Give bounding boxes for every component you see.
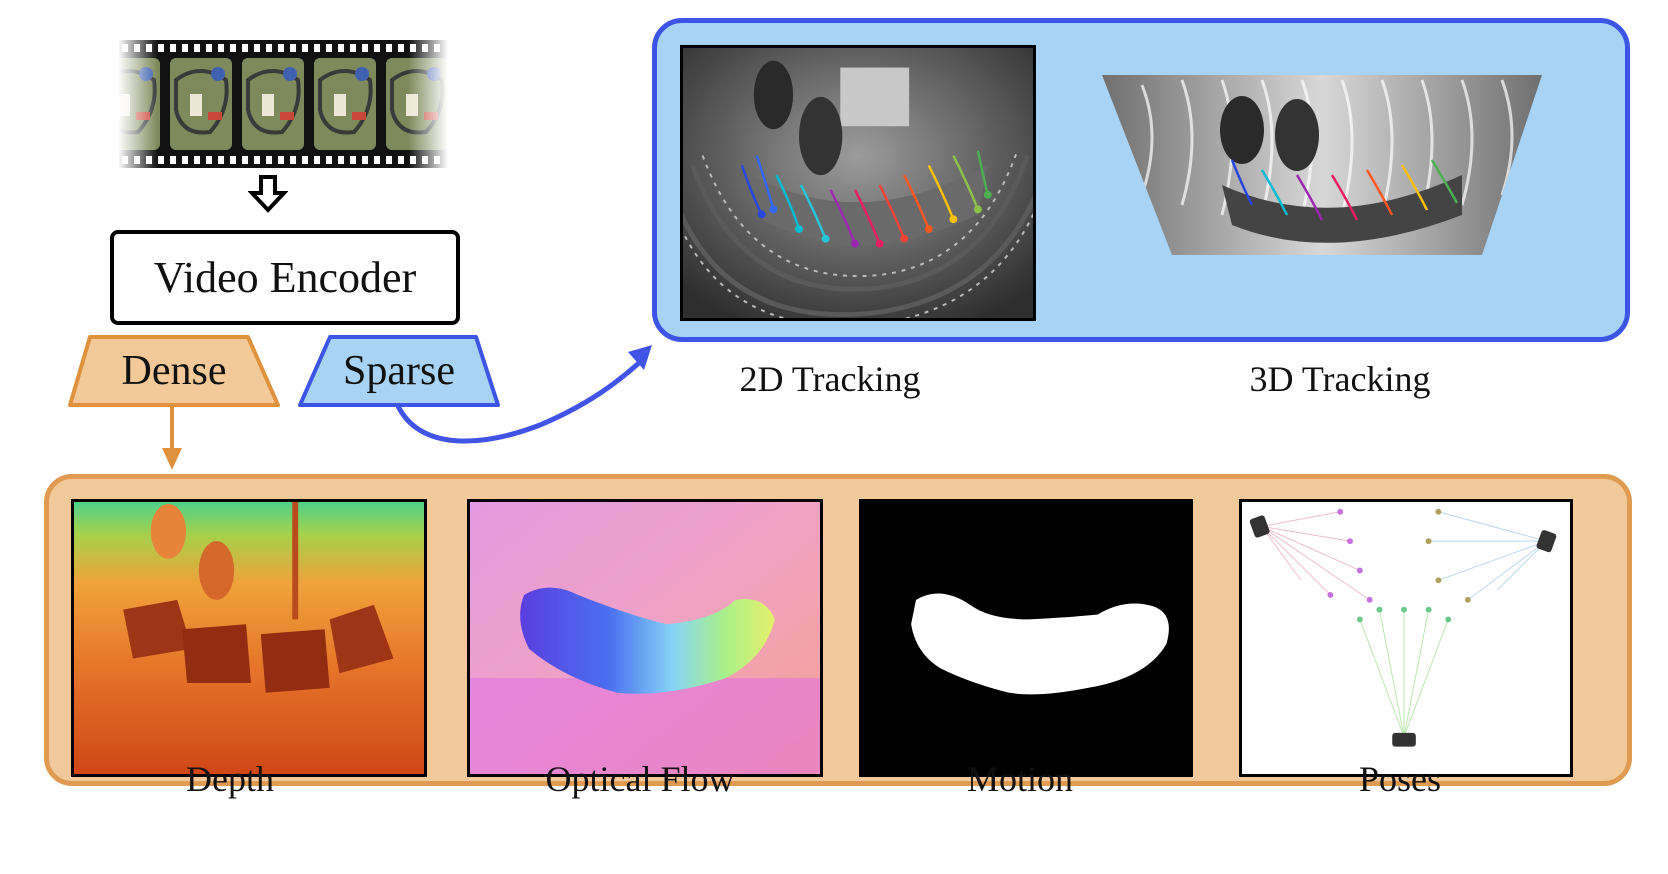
- video-encoder-label: Video Encoder: [153, 253, 417, 302]
- caption-motion: Motion: [966, 759, 1073, 799]
- down-arrow-icon: [247, 174, 289, 214]
- video-encoder-box: Video Encoder: [110, 230, 460, 325]
- sparse-arrow: [395, 345, 652, 444]
- caption-2d-tracking: 2D Tracking: [739, 359, 921, 399]
- caption-optical-flow: Optical Flow: [545, 759, 735, 799]
- tracking-3d-image: [1102, 75, 1542, 255]
- dense-arrow: [162, 405, 182, 470]
- film-strip-icon: [98, 40, 448, 168]
- caption-poses: Poses: [1358, 759, 1442, 799]
- dense-head-shape: [68, 335, 280, 407]
- camera-poses-image: [1239, 499, 1573, 777]
- dense-output-panel: [44, 474, 1632, 786]
- optical-flow-image: [467, 499, 823, 777]
- caption-depth: Depth: [186, 759, 274, 799]
- sparse-head-shape: [298, 335, 500, 407]
- sparse-output-panel: [652, 18, 1630, 342]
- motion-mask-image: [859, 499, 1193, 777]
- depth-map-image: [71, 499, 427, 777]
- tracking-2d-image: [680, 45, 1036, 321]
- sparse-head-label: Sparse: [343, 348, 455, 394]
- caption-3d-tracking: 3D Tracking: [1249, 359, 1431, 399]
- video-frames-filmstrip: [98, 40, 448, 168]
- dense-head-label: Dense: [121, 348, 227, 394]
